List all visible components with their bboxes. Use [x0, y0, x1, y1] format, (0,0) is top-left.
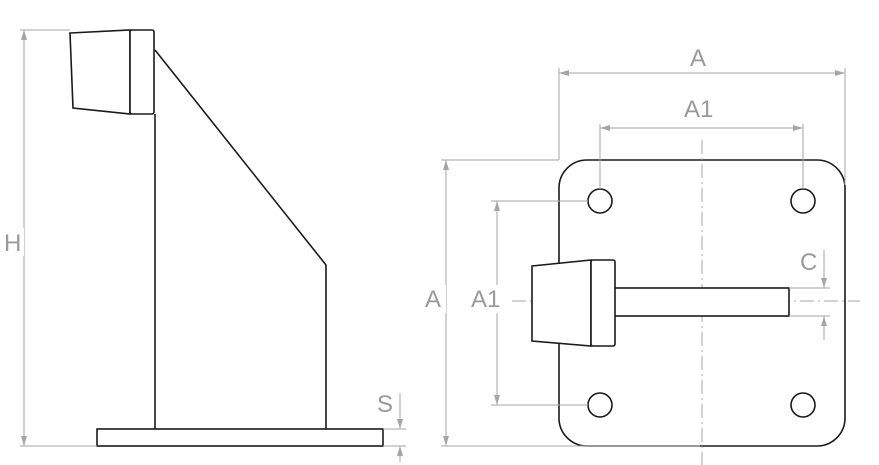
top-rod	[613, 287, 790, 317]
side-buffer-cap	[129, 29, 155, 115]
c-arrow-top	[821, 278, 827, 288]
side-buffer	[69, 29, 131, 115]
top-view: A A1 A A1 C	[424, 45, 860, 465]
top-buffer	[531, 259, 592, 347]
side-view: H S	[2, 29, 406, 462]
hole-top-right	[790, 188, 816, 214]
h-arrow-top	[21, 30, 27, 40]
c-arrow-bottom	[821, 316, 827, 326]
rod-offset-label: C	[800, 249, 817, 276]
hole-bottom-right	[790, 392, 816, 418]
side-brace	[154, 49, 327, 429]
height-label: H	[4, 230, 21, 257]
s-arrow-bottom	[397, 446, 403, 456]
plate-width-top-label: A	[690, 45, 706, 72]
h-arrow-bottom	[21, 436, 27, 446]
a1-left-arrow-top	[494, 201, 500, 211]
a-left-arrow-top	[443, 160, 449, 170]
a-top-arrow-right	[835, 70, 845, 76]
thickness-label: S	[377, 391, 393, 418]
plate-width-left-label: A	[425, 286, 441, 313]
hole-top-left	[587, 188, 613, 214]
s-arrow-top	[397, 419, 403, 429]
a1-top-arrow-left	[600, 125, 610, 131]
top-buffer-cap	[590, 259, 616, 347]
hole-spacing-left-label: A1	[471, 286, 500, 313]
a1-left-arrow-bottom	[494, 395, 500, 405]
a-left-arrow-bottom	[443, 436, 449, 446]
a1-top-arrow-right	[793, 125, 803, 131]
hole-bottom-left	[587, 392, 613, 418]
hole-spacing-top-label: A1	[684, 96, 713, 123]
a-top-arrow-left	[559, 70, 569, 76]
side-base-plate	[96, 428, 384, 447]
